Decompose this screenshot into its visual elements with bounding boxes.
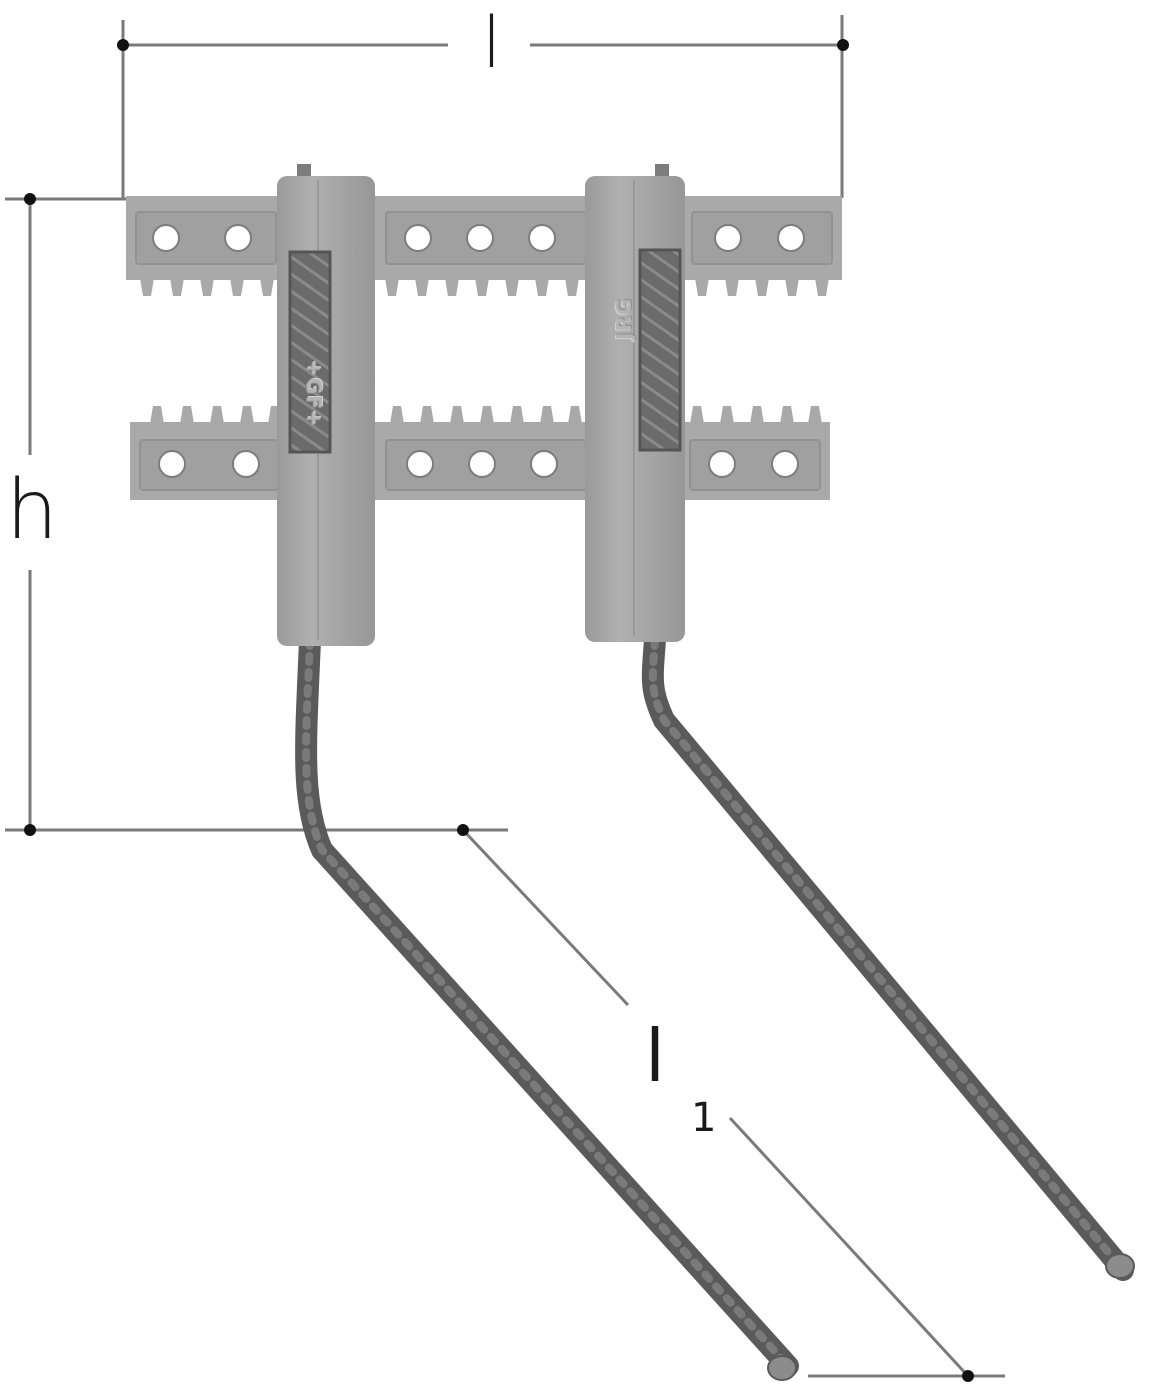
brand-emboss-jrg: JRG: [612, 297, 636, 340]
dimension-label-leg-length: l 1: [645, 1020, 716, 1138]
dimension-label-height: h: [6, 463, 58, 558]
top-rail: [126, 196, 842, 296]
left-sleeve: [277, 164, 375, 646]
dimension-label-length: l: [482, 2, 502, 84]
rod-end-right: [1105, 1253, 1135, 1279]
dimension-dots: [24, 39, 974, 1382]
right-sleeve: [585, 164, 685, 642]
bottom-rail: [130, 406, 830, 500]
rebar-legs: [295, 629, 1134, 1377]
dimension-symbol: l: [645, 1014, 666, 1098]
dimension-subscript: 1: [691, 1095, 717, 1141]
rod-end-left: [767, 1355, 797, 1381]
brand-emboss-gf: +GF+: [302, 360, 326, 428]
